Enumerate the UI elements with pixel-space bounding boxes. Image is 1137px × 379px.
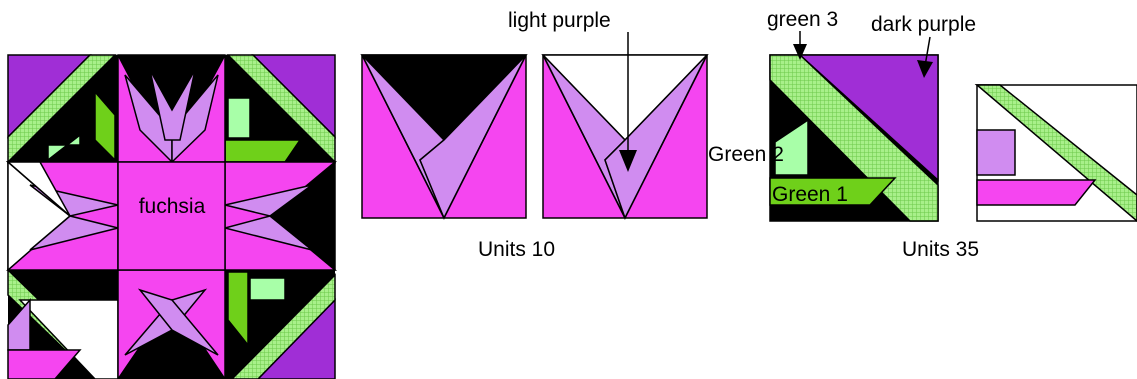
units35-caption: Units 35 bbox=[902, 238, 979, 261]
green3-strip-br bbox=[230, 273, 336, 379]
green2-tl bbox=[47, 133, 81, 162]
quilt-block bbox=[5, 54, 338, 379]
green2-label: Green 2 bbox=[708, 143, 784, 166]
fuchsia-label: fuchsia bbox=[139, 195, 206, 218]
unit10-right bbox=[541, 54, 709, 220]
green3-strip-tr bbox=[226, 54, 336, 164]
fuchsia-bl bbox=[7, 349, 82, 379]
center-square bbox=[117, 161, 226, 271]
light-purple-label: light purple bbox=[508, 9, 611, 32]
green1-br bbox=[227, 271, 249, 348]
green2-tr bbox=[227, 97, 251, 139]
green1-label: Green 1 bbox=[772, 183, 848, 206]
green3-label: green 3 bbox=[767, 8, 838, 31]
units10-caption: Units 10 bbox=[478, 238, 555, 261]
unit35-right bbox=[974, 84, 1137, 223]
unit35-left bbox=[769, 54, 939, 222]
unit10-left bbox=[360, 54, 528, 220]
dark-purple-label: dark purple bbox=[871, 13, 976, 36]
green1-tl bbox=[94, 89, 116, 162]
green2-br bbox=[249, 277, 286, 301]
